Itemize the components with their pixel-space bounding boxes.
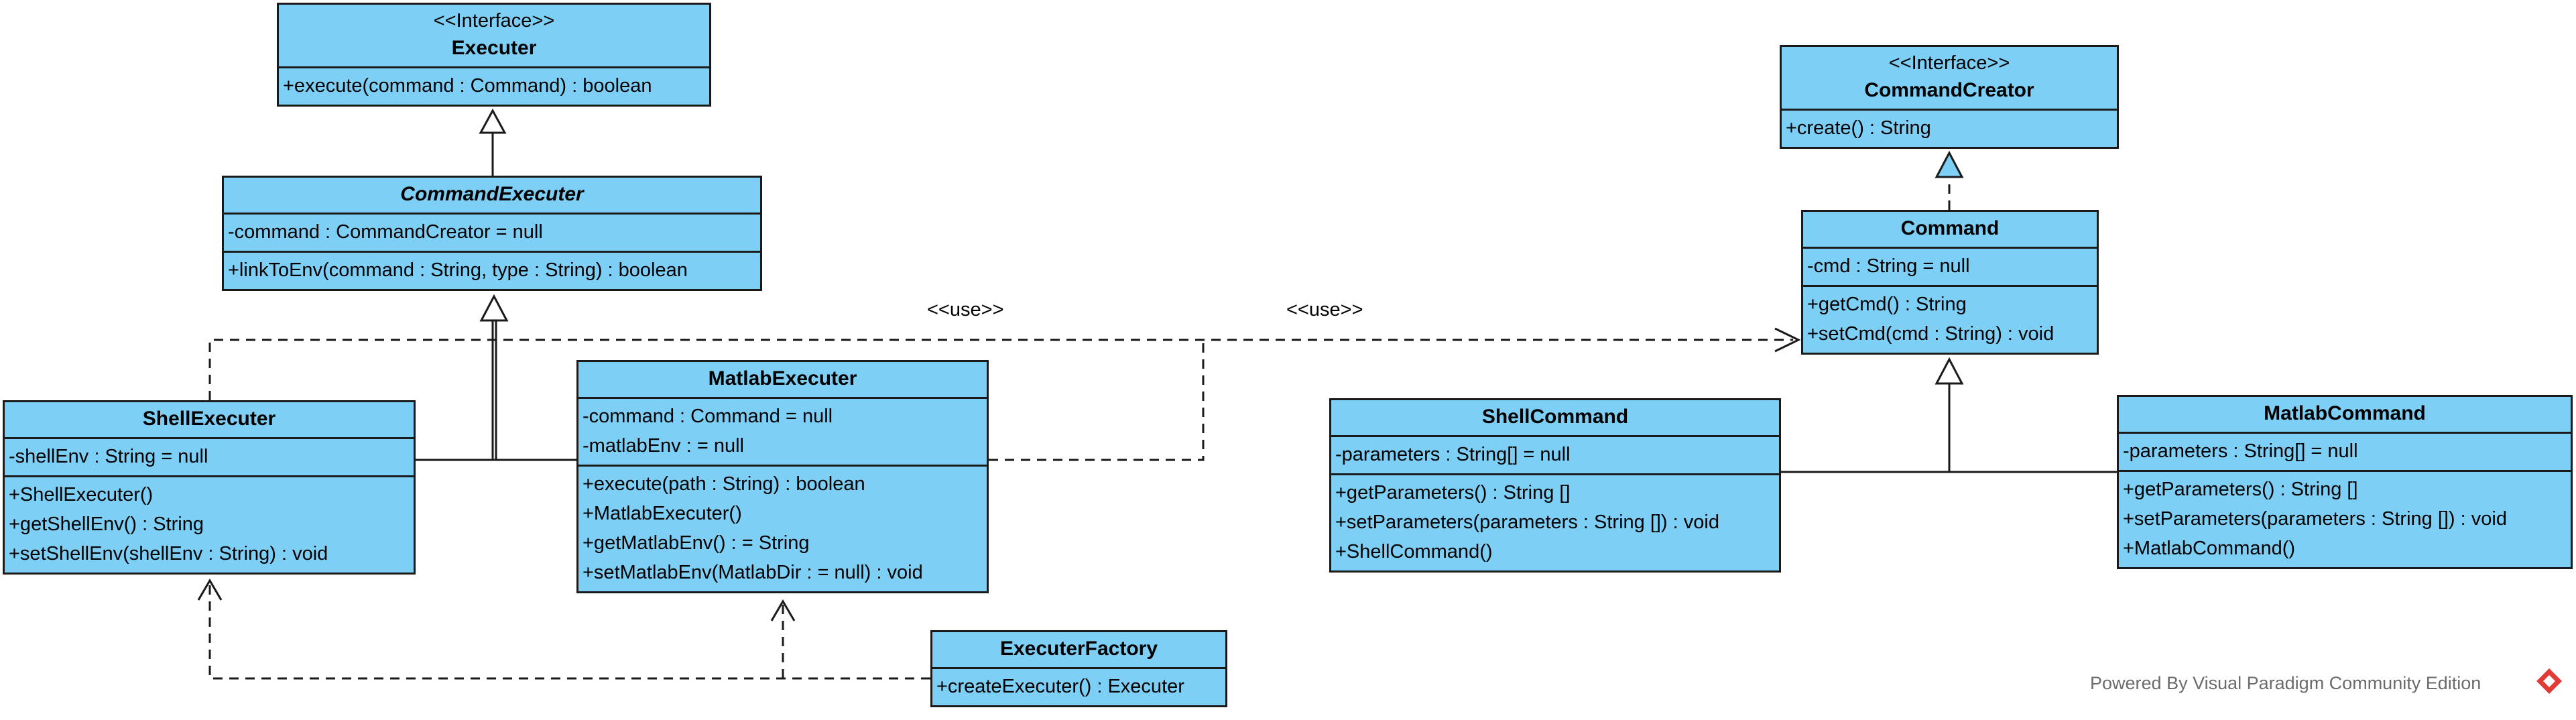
operations-section: +getCmd() : String +setCmd(cmd : String)…	[1803, 287, 2097, 353]
class-name: Executer	[451, 37, 537, 59]
class-header: Command	[1803, 212, 2097, 249]
class-commandcreator[interactable]: <<Interface>> CommandCreator +create() :…	[1780, 45, 2119, 149]
attribute: -shellEnv : String = null	[9, 446, 208, 467]
operation: +MatlabCommand()	[2123, 538, 2296, 559]
class-header: ExecuterFactory	[932, 632, 1225, 669]
class-header: ShellExecuter	[5, 402, 414, 439]
operations-section: +execute(path : String) : boolean +Matla…	[578, 467, 987, 591]
class-name: ShellExecuter	[142, 408, 276, 430]
powered-by-footer: Powered By Visual Paradigm Community Edi…	[2090, 673, 2481, 693]
operations-section: +getParameters() : String [] +setParamet…	[2119, 472, 2571, 567]
operation: +setParameters(parameters : String []) :…	[1335, 512, 1719, 533]
class-executer[interactable]: <<Interface>> Executer +execute(command …	[277, 3, 711, 107]
operations-section: +createExecuter() : Executer	[932, 669, 1225, 705]
attributes-section: -cmd : String = null	[1803, 249, 2097, 287]
operations-section: +create() : String	[1782, 111, 2117, 147]
attribute: -command : CommandCreator = null	[228, 221, 543, 243]
attribute: -command : Command = null	[582, 406, 833, 427]
class-name: MatlabExecuter	[708, 367, 857, 389]
use-label: <<use>>	[927, 299, 1004, 320]
visual-paradigm-logo	[2536, 668, 2562, 694]
generalization-arrowhead-3	[1935, 357, 1964, 385]
realization-arrowhead	[1935, 150, 1964, 178]
operation: +getParameters() : String []	[1335, 482, 1571, 503]
class-header: <<Interface>> CommandCreator	[1782, 47, 2117, 111]
dependency-factory-shellexecuter	[208, 581, 930, 680]
operation: +createExecuter() : Executer	[936, 676, 1184, 697]
dependency-factory-matlabexecuter-arrowhead	[770, 599, 796, 621]
stereotype: <<Interface>>	[433, 10, 555, 32]
class-name: Command	[1900, 217, 2000, 239]
operation: +linkToEnv(command : String, type : Stri…	[228, 259, 688, 281]
attributes-section: -shellEnv : String = null	[5, 439, 414, 477]
operation: +setParameters(parameters : String []) :…	[2123, 508, 2507, 530]
class-name: ExecuterFactory	[999, 638, 1158, 660]
class-matlabexecuter[interactable]: MatlabExecuter -command : Command = null…	[576, 360, 989, 593]
class-commandexecuter[interactable]: CommandExecuter -command : CommandCreato…	[222, 176, 762, 291]
operation: +MatlabExecuter()	[582, 503, 742, 524]
operation: +setShellEnv(shellEnv : String) : void	[9, 543, 328, 564]
class-header: MatlabExecuter	[578, 362, 987, 399]
operations-section: +execute(command : Command) : boolean	[279, 68, 709, 105]
class-shellcommand[interactable]: ShellCommand -parameters : String[] = nu…	[1329, 398, 1781, 573]
operation: +setCmd(cmd : String) : void	[1807, 323, 2054, 345]
attribute: -matlabEnv : = null	[582, 435, 744, 457]
class-command[interactable]: Command -cmd : String = null +getCmd() :…	[1801, 210, 2099, 355]
operations-section: +ShellExecuter() +getShellEnv() : String…	[5, 477, 414, 573]
class-name: ShellCommand	[1481, 406, 1629, 428]
operation: +execute(path : String) : boolean	[582, 473, 865, 495]
class-name: CommandCreator	[1864, 79, 2034, 101]
attributes-section: -command : Command = null -matlabEnv : =…	[578, 399, 987, 467]
attributes-section: -command : CommandCreator = null	[224, 215, 760, 253]
operation: +getParameters() : String []	[2123, 479, 2358, 500]
attribute: -parameters : String[] = null	[1335, 444, 1571, 465]
use-label: <<use>>	[1286, 299, 1363, 320]
use-arrowhead	[1774, 327, 1801, 353]
use-dependency-shellexecuter-command	[208, 339, 1793, 400]
operations-section: +linkToEnv(command : String, type : Stri…	[224, 253, 760, 289]
operation: +ShellExecuter()	[9, 484, 154, 505]
class-matlabcommand[interactable]: MatlabCommand -parameters : String[] = n…	[2117, 395, 2573, 569]
operation: +getMatlabEnv() : = String	[582, 532, 810, 554]
operation: +execute(command : Command) : boolean	[283, 75, 652, 97]
attributes-section: -parameters : String[] = null	[1331, 437, 1779, 475]
operation: +create() : String	[1786, 117, 1931, 139]
generalization-arrowhead	[479, 108, 507, 134]
class-header: ShellCommand	[1331, 400, 1779, 437]
attribute: -parameters : String[] = null	[2123, 440, 2358, 462]
operation: +ShellCommand()	[1335, 541, 1493, 562]
operations-section: +getParameters() : String [] +setParamet…	[1331, 475, 1779, 571]
class-name: CommandExecuter	[400, 183, 584, 205]
class-header: MatlabCommand	[2119, 397, 2571, 434]
attribute: -cmd : String = null	[1807, 255, 1970, 277]
use-dependency-matlabexecuter-command	[989, 340, 1205, 461]
class-header: <<Interface>> Executer	[279, 5, 709, 68]
generalization-arrowhead-2	[479, 294, 509, 322]
stereotype: <<Interface>>	[1888, 52, 2010, 74]
operation: +setMatlabEnv(MatlabDir : = null) : void	[582, 562, 923, 583]
class-executerfactory[interactable]: ExecuterFactory +createExecuter() : Exec…	[930, 630, 1227, 707]
operation: +getShellEnv() : String	[9, 514, 204, 535]
dependency-factory-shellexecuter-arrowhead	[197, 579, 223, 601]
class-name: MatlabCommand	[2264, 402, 2426, 424]
attributes-section: -parameters : String[] = null	[2119, 434, 2571, 472]
class-header: CommandExecuter	[224, 178, 760, 215]
operation: +getCmd() : String	[1807, 294, 1967, 315]
class-shellexecuter[interactable]: ShellExecuter -shellEnv : String = null …	[3, 400, 416, 575]
